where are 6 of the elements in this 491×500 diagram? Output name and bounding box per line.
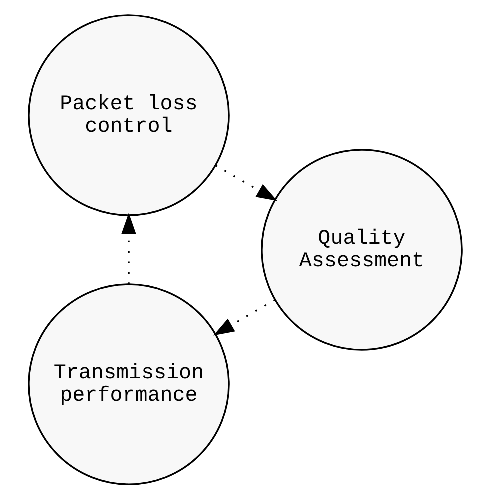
node-circle: Packet loss control [28, 14, 230, 216]
arrow [122, 213, 136, 284]
node-circle: Transmission performance [28, 284, 230, 486]
arrow [215, 164, 278, 202]
arrow [214, 299, 276, 336]
node-circle: Quality Assessment [261, 149, 463, 351]
